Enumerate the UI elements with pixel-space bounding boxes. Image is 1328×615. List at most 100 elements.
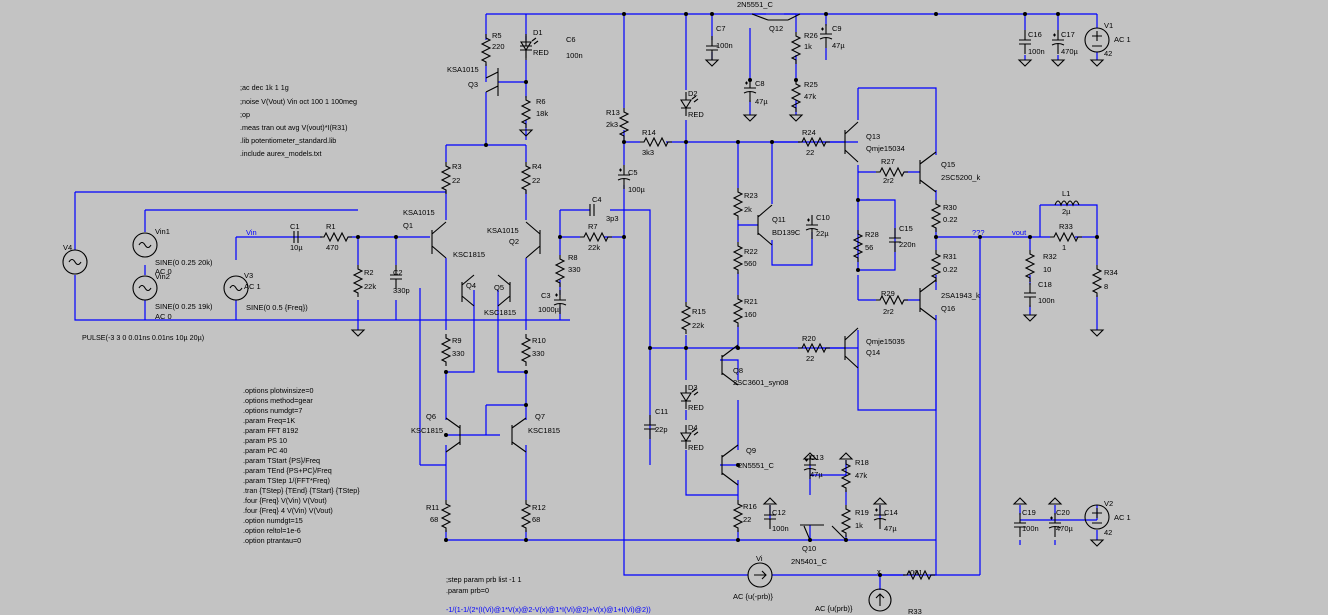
component-label: V1 (1104, 21, 1113, 30)
component-label: BD139C (772, 228, 801, 237)
component-label: Qmje15034 (866, 144, 905, 153)
component-label: D4 (688, 423, 698, 432)
component-label: .param TEnd {PS+PC}/Freq (243, 466, 332, 475)
component-label: .tran {TStep} {TEnd} {TStart} {TStep} (243, 486, 360, 495)
component-label: KSA1015 (403, 208, 435, 217)
component-label: C18 (1038, 280, 1052, 289)
component-label: R16 (743, 502, 757, 511)
component-label: Q13 (866, 132, 880, 141)
component-label: Q11 (772, 215, 786, 224)
component-label: C10 (816, 213, 830, 222)
component-label: Vi (756, 554, 763, 563)
component-label: 22 (532, 176, 540, 185)
component-label: 2SC5200_k (941, 173, 980, 182)
component-label: AC {u(-prb)} (733, 592, 774, 601)
component-label: 56 (865, 243, 873, 252)
component-label: R25 (804, 80, 818, 89)
component-label: .param PC 40 (243, 446, 287, 455)
component-label: KSC1815 (528, 426, 560, 435)
component-label: 160 (744, 310, 757, 319)
component-label: 22k (692, 321, 704, 330)
component-label: Q9 (746, 446, 756, 455)
component-label: Q1 (403, 221, 413, 230)
component-label: R23 (744, 191, 758, 200)
component-label: 8 (1104, 282, 1108, 291)
component-label: C6 (566, 35, 576, 44)
component-label: 2r2 (883, 176, 894, 185)
component-label: 100n (716, 41, 733, 50)
component-label: C12 (772, 508, 786, 517)
component-label: C3 (541, 291, 551, 300)
source-labels: V4 Vin1 SINE(0 0.25 20k) AC 0 Vin2 SINE(… (63, 21, 1131, 615)
component-label: Vin1 (155, 227, 170, 236)
component-label: .option numdgt=15 (243, 516, 303, 525)
pulse-label: PULSE(-3 3 0 0.01ns 0.01ns 10µ 20µ) (82, 333, 204, 342)
component-label: 100µ (628, 185, 646, 194)
component-label: R5 (492, 31, 502, 40)
component-label: D3 (688, 383, 698, 392)
component-label: AC 1 (1114, 513, 1131, 522)
component-label: R12 (532, 503, 546, 512)
component-label: 2N5401_C (791, 557, 827, 566)
component-label: 0.22 (943, 265, 958, 274)
component-label: D2 (688, 89, 698, 98)
component-label: Q10 (802, 544, 816, 553)
component-label: 100n (1028, 47, 1045, 56)
component-label: R20 (802, 334, 816, 343)
net-vin: Vin (246, 228, 257, 237)
component-label: 2SC3601_syn08 (733, 378, 788, 387)
net-x: x (877, 567, 881, 576)
component-label: 2k3 (606, 120, 618, 129)
component-label: 3k3 (642, 148, 654, 157)
component-label: 1 (1062, 243, 1066, 252)
wires (74, 13, 1098, 590)
junctions (356, 12, 1099, 577)
directive-line: ;op (240, 110, 250, 119)
component-label: 330 (568, 265, 581, 274)
component-label: 1k (855, 521, 863, 530)
component-label: C7 (716, 24, 726, 33)
component-label: .param PS 10 (243, 436, 287, 445)
component-label: Q3 (468, 80, 478, 89)
component-label: R15 (692, 307, 706, 316)
component-label: 47k (855, 471, 867, 480)
component-label: .four {Freq} V(Vin) V(Vout) (243, 496, 327, 505)
component-label: R6 (536, 97, 546, 106)
component-label: RED (688, 403, 704, 412)
component-label: Q16 (941, 304, 955, 313)
component-label: R26 (804, 31, 818, 40)
directive-line: ;ac dec 1k 1 1g (240, 83, 289, 92)
component-label: .options numdgt=7 (243, 406, 302, 415)
component-label: AC 1 (1114, 35, 1131, 44)
component-label: R34 (1104, 268, 1118, 277)
component-label: 2r2 (883, 307, 894, 316)
component-label: ;step param prb list -1 1 (446, 575, 522, 584)
component-label: C4 (592, 195, 602, 204)
component-label: R28 (865, 230, 879, 239)
component-label: 2N5551_C (737, 0, 773, 9)
component-label: 2k (744, 205, 752, 214)
component-label: Q14 (866, 348, 880, 357)
component-label: 220n (899, 240, 916, 249)
component-label: .param Freq=1K (243, 416, 295, 425)
component-label: KSC1815 (484, 308, 516, 317)
component-label: Q5 (494, 283, 504, 292)
component-label: Q2 (509, 237, 519, 246)
component-label: C17 (1061, 30, 1075, 39)
component-label: R9 (452, 336, 462, 345)
diode-symbols (520, 33, 699, 450)
component-label: .param TStep 1/(FFT*Freq) (243, 476, 330, 485)
component-label: .param TStart {PS}/Freq (243, 456, 320, 465)
component-label: C1 (290, 222, 300, 231)
directive-line: .meas tran out avg V(vout)*I(R31) (240, 123, 347, 132)
component-label: 22p (655, 425, 668, 434)
component-label: .option reltol=1e-6 (243, 526, 301, 535)
component-label: .options plotwinsize=0 (243, 386, 314, 395)
component-label: R33 (1059, 222, 1073, 231)
component-label: 42 (1104, 49, 1112, 58)
component-label: KSA1015 (447, 65, 479, 74)
component-label: R8 (568, 253, 578, 262)
component-label: 68 (430, 515, 438, 524)
component-label: AC 0 (155, 312, 172, 321)
